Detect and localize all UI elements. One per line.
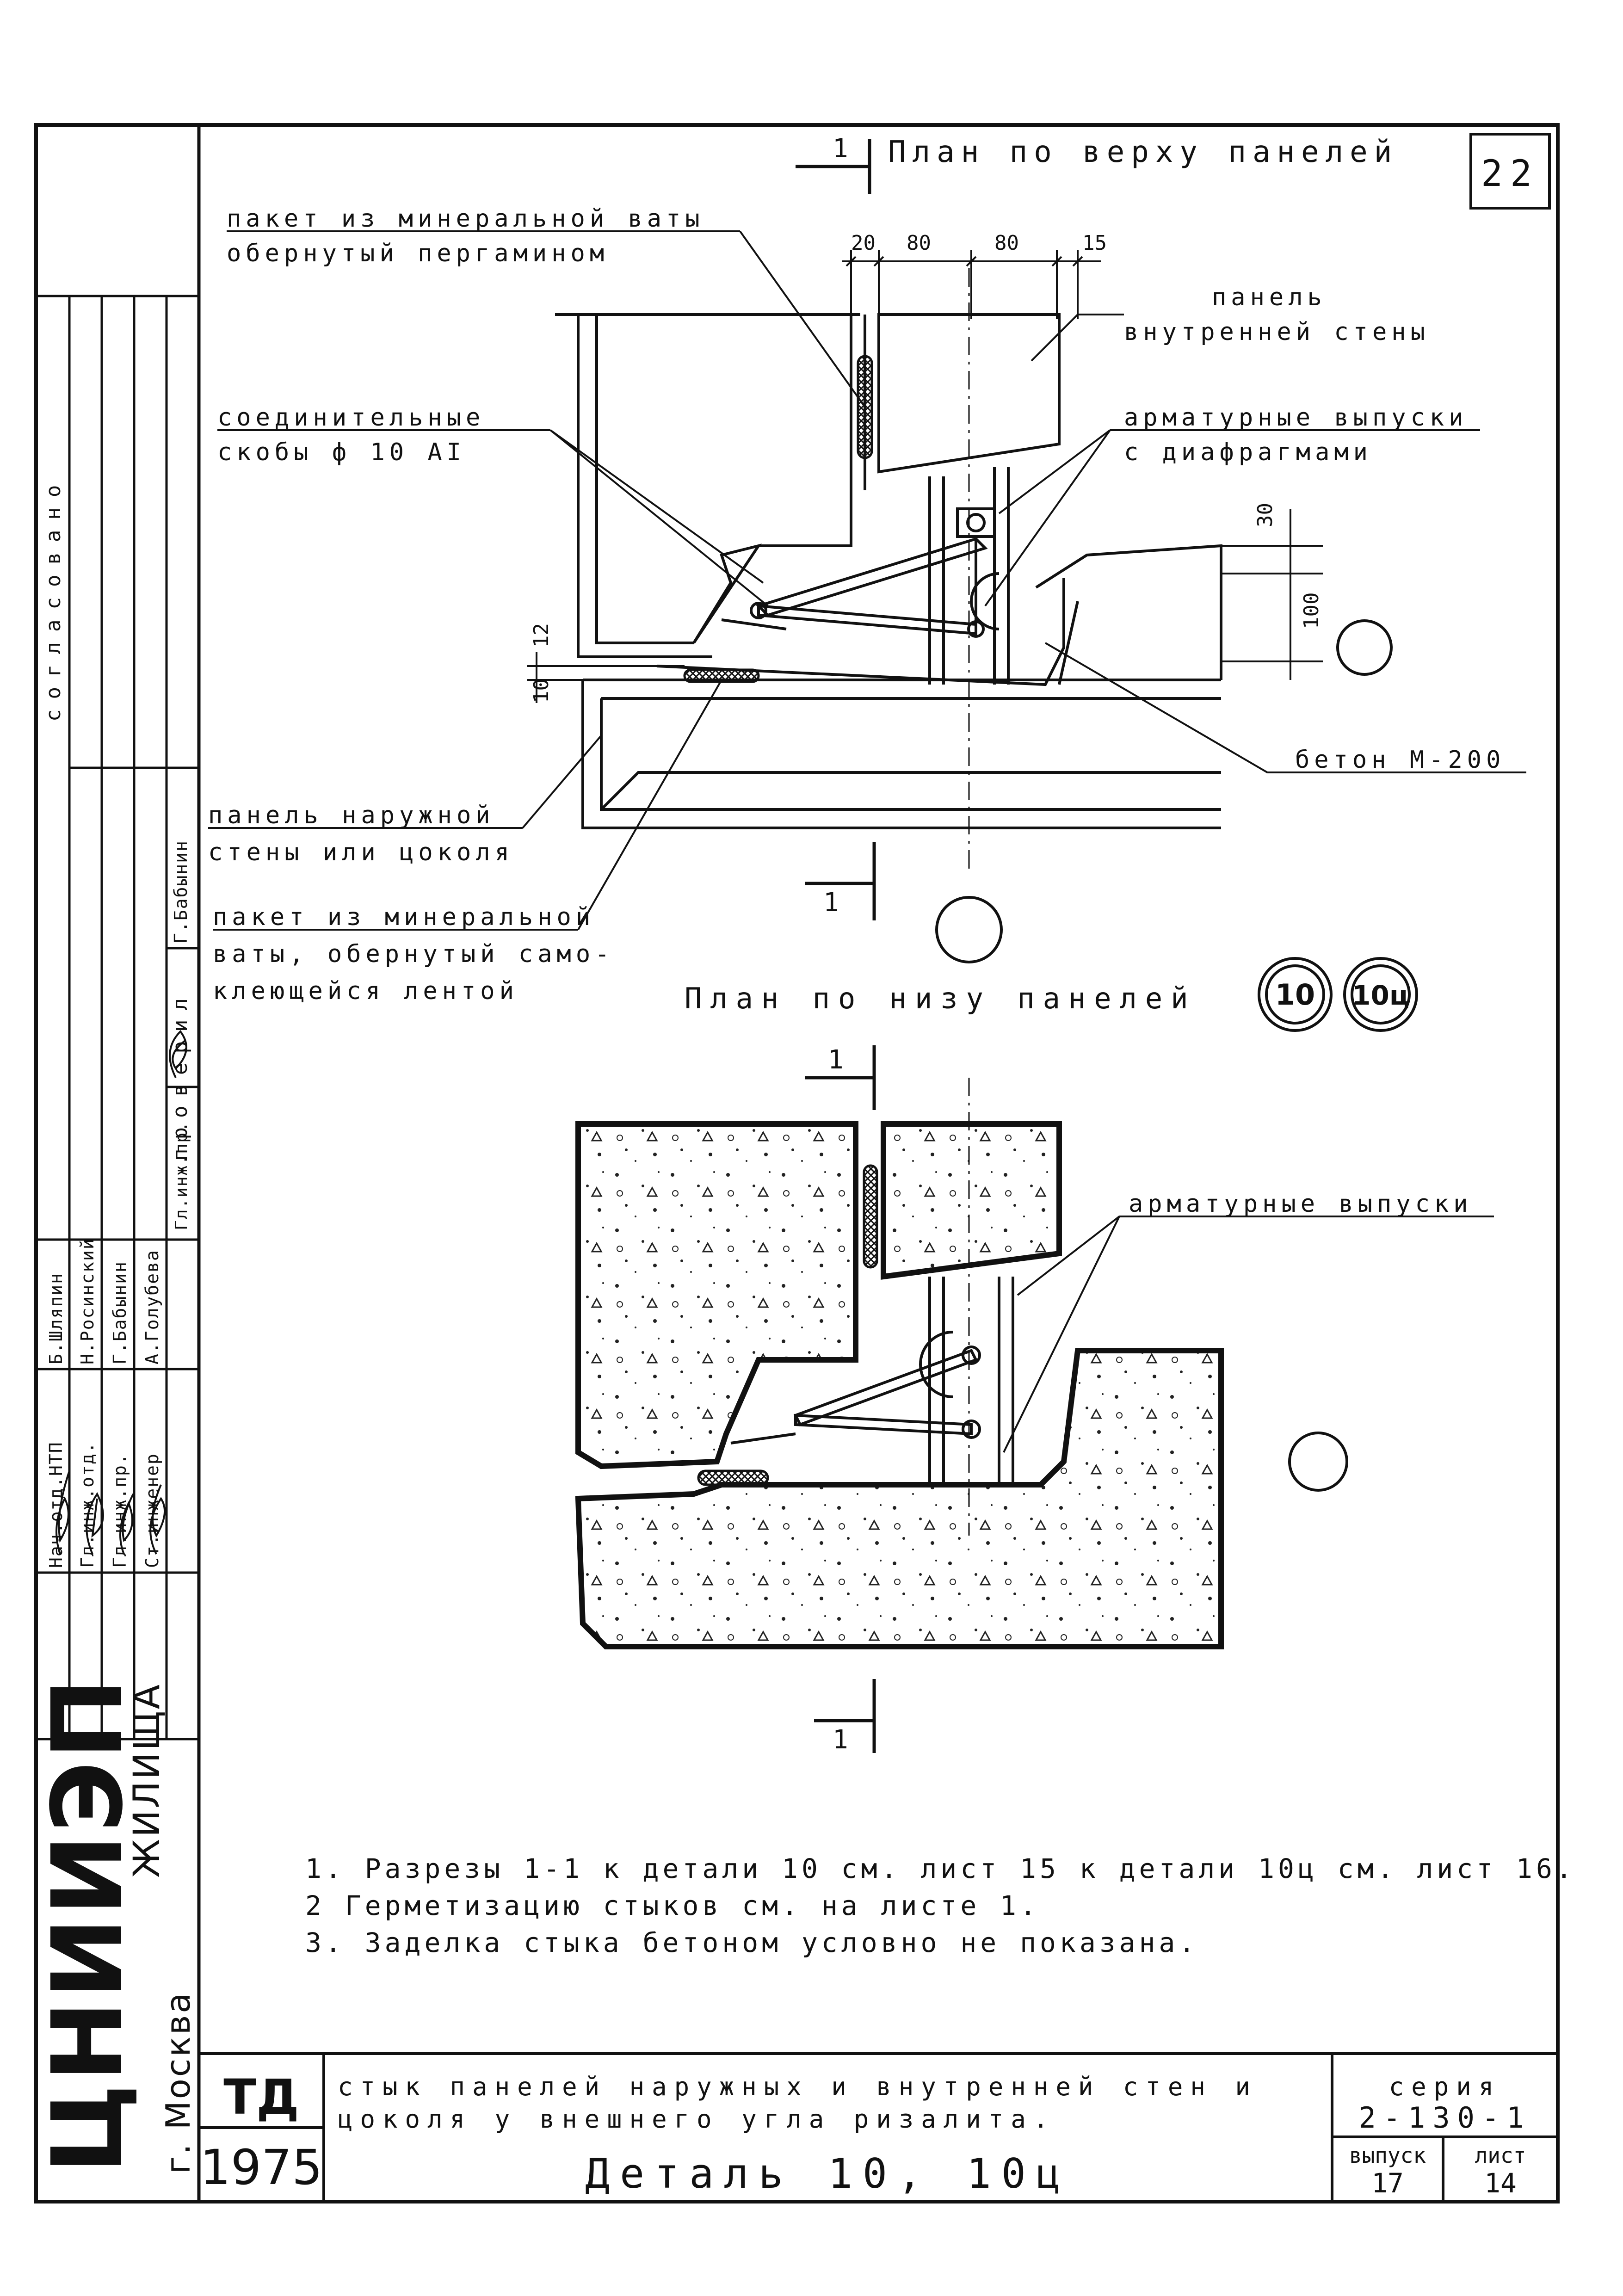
label-rebar-a: арматурные выпуски xyxy=(1124,404,1468,432)
dim-100: 100 xyxy=(1300,593,1323,629)
leader-lines-bottom xyxy=(1003,1216,1494,1453)
stamp-check-signature xyxy=(169,1030,187,1078)
sheet-frame xyxy=(34,123,1560,2203)
stamp-check-name: Г.Бабынин xyxy=(171,840,191,944)
joint-zone-top xyxy=(656,467,1222,686)
note-2: 2 Герметизацию стыков см. на листе 1. xyxy=(305,1890,1040,1921)
section-mark-mid xyxy=(805,842,876,920)
organization-sub: ЖИЛИЩА xyxy=(126,1683,168,1878)
organization-city: г. Москва xyxy=(159,1991,197,2174)
mineral-wool-pack-bottom xyxy=(863,1164,878,1269)
connector-brackets-top xyxy=(750,507,1000,638)
issue-label: выпуск xyxy=(1349,2143,1426,2168)
title-line-2: цоколя у внешнего угла ризалита. xyxy=(338,2105,1055,2134)
label-rebar-b: с диафрагмами xyxy=(1124,438,1372,466)
detail-marks xyxy=(1258,957,1418,1032)
upper-plan-title: План по верху панелей xyxy=(888,135,1398,169)
axis-marker-right-bottom xyxy=(1288,1432,1348,1492)
inner-panel-left-concrete xyxy=(575,1121,858,1469)
stamp-role-1: Нач.отд.НТП xyxy=(46,1441,66,1568)
dim-80b: 80 xyxy=(994,231,1019,255)
outer-panel-concrete xyxy=(575,1348,1224,1649)
label-mineral-wool-1b: обернутый пергамином xyxy=(227,240,609,267)
detail-mark-10: 10 xyxy=(1275,978,1315,1012)
organization-logo: ЦНИИЭП xyxy=(31,1676,144,2174)
label-outer-panel-a: панель наружной xyxy=(208,802,495,829)
lower-plan-title: План по низу панелей xyxy=(685,981,1197,1015)
year-label: 1975 xyxy=(200,2139,323,2196)
dimension-line-top xyxy=(842,250,1101,319)
axis-marker-right-top xyxy=(1336,619,1393,676)
label-inner-panel-b: внутренней стены xyxy=(1124,318,1430,346)
inner-panel-right-concrete xyxy=(881,1121,1062,1280)
label-mineral-wool-2b: ваты, обернутый само- xyxy=(213,940,614,968)
stamp-name-4: А.Голубева xyxy=(142,1249,162,1364)
dim-15: 15 xyxy=(1082,231,1107,255)
leader-lines-top xyxy=(208,230,1526,931)
label-mineral-wool-2c: клеющейся лентой xyxy=(213,977,518,1005)
stamp-table xyxy=(36,295,199,1741)
td-label: ТД xyxy=(223,2069,299,2125)
detail-title: Деталь 10, 10ц xyxy=(585,2150,1071,2197)
stamp-name-1: Б.Шляпин xyxy=(46,1272,66,1364)
stamp-signatures xyxy=(56,1470,166,1555)
series-value: 2-130-1 xyxy=(1358,2101,1531,2135)
label-connectors-b: скобы ф 10 АI xyxy=(217,438,466,466)
rebar-lower xyxy=(730,1277,1014,1485)
stamp-name-3: Г.Бабынин xyxy=(110,1261,130,1364)
issue-value: 17 xyxy=(1371,2167,1404,2199)
stamp-checked-label: проверил xyxy=(168,989,192,1161)
dimension-vertical xyxy=(1221,509,1323,680)
label-outer-panel-b: стены или цоколя xyxy=(208,839,514,866)
label-connectors-a: соединительные xyxy=(217,404,485,432)
axis-marker-bottom-top xyxy=(935,896,1003,963)
section-mark-mid-number: 1 xyxy=(823,888,839,918)
section-mark-lower-number: 1 xyxy=(828,1045,844,1075)
stamp-role-2: Гл.инж.отд. xyxy=(77,1441,98,1568)
label-mineral-wool-1a: пакет из минеральной ваты xyxy=(227,205,704,233)
joint-dim-12: 12 xyxy=(530,623,553,648)
stamp-role-4: Ст.инженер xyxy=(142,1453,162,1568)
title-block-frame xyxy=(199,2052,1558,2202)
page-number: 22 xyxy=(1481,153,1539,195)
sheet-label: лист xyxy=(1475,2143,1526,2168)
label-inner-panel-a: панель xyxy=(1212,284,1327,311)
dim-20: 20 xyxy=(851,231,876,255)
label-rebar-lower: арматурные выпуски xyxy=(1129,1190,1473,1218)
joint-dim-10: 10 xyxy=(530,679,553,703)
label-mineral-wool-2a: пакет из минеральной xyxy=(213,903,595,931)
note-1: 1. Разрезы 1-1 к детали 10 см. лист 15 к… xyxy=(305,1853,1576,1884)
joint-dimension xyxy=(527,652,685,703)
dim-30: 30 xyxy=(1253,503,1277,527)
stamp-check-role: Гл.инж.пр. xyxy=(172,1121,191,1230)
organization-block: ЦНИИЭП ЖИЛИЩА г. Москва xyxy=(31,1676,197,2174)
section-mark-top-number: 1 xyxy=(833,134,848,164)
label-concrete: бетон М-200 xyxy=(1295,746,1505,774)
stamp-agreed-label: согласовано xyxy=(42,475,65,722)
title-line-1: стык панелей наружных и внутренней стен … xyxy=(338,2072,1258,2101)
upper-plan: План по верху панелей 1 20 80 80 15 xyxy=(208,134,1526,1005)
series-label: серия xyxy=(1389,2072,1501,2101)
lower-plan: План по низу панелей 10 10ц 1 1 xyxy=(575,957,1494,1755)
stamp-name-2: Н.Росинский xyxy=(77,1238,98,1364)
inner-wall-panel-top xyxy=(555,313,1061,658)
section-mark-lower xyxy=(805,1045,876,1753)
sheet-value: 14 xyxy=(1484,2167,1517,2199)
section-mark-top xyxy=(796,139,871,194)
detail-mark-10c: 10ц xyxy=(1352,980,1409,1011)
note-3: 3. Заделка стыка бетоном условно не пока… xyxy=(305,1927,1198,1958)
section-mark-lower-number-2: 1 xyxy=(833,1725,848,1755)
dim-80a: 80 xyxy=(907,231,931,255)
mineral-wool-pack-joint-bottom xyxy=(697,1469,769,1486)
